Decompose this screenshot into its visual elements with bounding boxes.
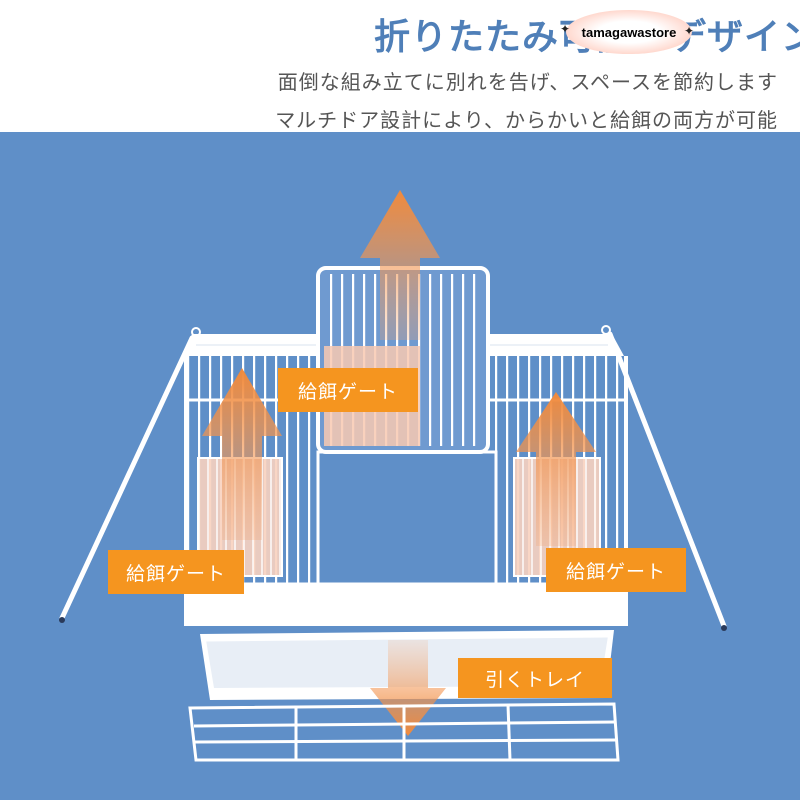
up-arrow-icon <box>516 392 596 546</box>
floor-grid <box>188 702 620 762</box>
store-name: tamagawastore <box>581 24 677 40</box>
sparkle-icon: ✦ <box>684 24 695 38</box>
subtitle-line-1: 面倒な組み立てに別れを告げ、スペースを節約します <box>277 70 778 94</box>
header: 折りたたみ可能なデザイン tamagawastore ✦ ✦ 面倒な組み立てに別… <box>0 0 800 132</box>
up-arrow-icon <box>202 368 282 540</box>
subtitle-line-2: マルチドア設計により、からかいと給餌の両方が可能 <box>275 108 778 132</box>
left-leg <box>59 335 195 623</box>
pull-tray-label: 引くトレイ <box>458 658 612 698</box>
down-arrow-icon <box>370 640 446 736</box>
up-arrow-icon <box>360 190 440 340</box>
right-leg <box>607 331 727 631</box>
feed-gate-label-top: 給餌ゲート <box>278 368 418 412</box>
store-watermark: tamagawastore <box>566 10 692 54</box>
sparkle-icon: ✦ <box>560 22 571 36</box>
feed-gate-label-right: 給餌ゲート <box>546 548 686 592</box>
feed-gate-label-left: 給餌ゲート <box>108 550 244 594</box>
